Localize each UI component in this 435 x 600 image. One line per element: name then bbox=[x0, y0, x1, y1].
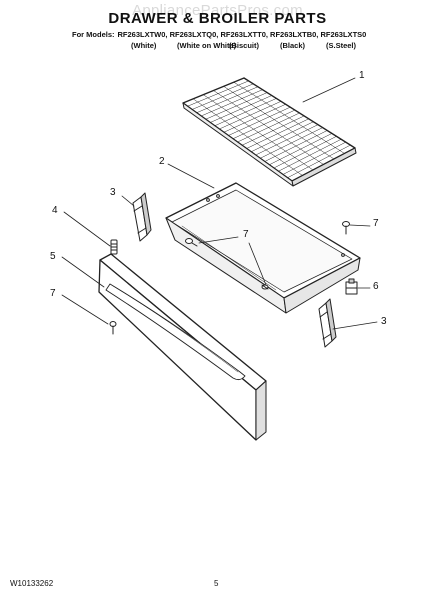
drawer-bracket-right bbox=[318, 298, 337, 348]
color-white-on-white: (White on White) bbox=[177, 41, 237, 50]
leader-lines bbox=[61, 77, 378, 330]
models-list: RF263LXTW0, RF263LXTQ0, RF263LXTT0, RF26… bbox=[117, 30, 367, 39]
color-s-steel: (S.Steel) bbox=[326, 41, 357, 50]
callout-7-panel: 7 bbox=[50, 288, 56, 299]
models-label: For Models: bbox=[72, 30, 115, 39]
screw-pan-front bbox=[185, 238, 198, 247]
screw-pan-right bbox=[342, 221, 350, 235]
callout-2: 2 bbox=[159, 156, 165, 167]
models-line: For Models:RF263LXTW0, RF263LXTQ0, RF263… bbox=[72, 30, 366, 39]
callout-3-left: 3 bbox=[110, 187, 116, 198]
color-black: (Black) bbox=[280, 41, 306, 50]
drawer-front-panel bbox=[98, 253, 267, 441]
broiler-pan bbox=[165, 182, 361, 314]
callout-7-pan: 7 bbox=[243, 229, 249, 240]
callout-1: 1 bbox=[359, 70, 365, 81]
color-white: (White) bbox=[131, 41, 157, 50]
screw-front-panel bbox=[109, 321, 117, 335]
callout-4: 4 bbox=[52, 205, 58, 216]
clip bbox=[345, 278, 358, 295]
broiler-rack bbox=[182, 77, 357, 187]
callout-7-right: 7 bbox=[373, 218, 379, 229]
drawer-bracket-left bbox=[132, 192, 152, 242]
callout-6: 6 bbox=[373, 281, 379, 292]
document-number: W10133262 bbox=[10, 579, 54, 588]
callout-5: 5 bbox=[50, 251, 56, 262]
screw-pan-middle bbox=[261, 284, 269, 290]
page-title: DRAWER & BROILER PARTS bbox=[108, 10, 327, 27]
callout-3-right: 3 bbox=[381, 316, 387, 327]
watermark: AppliancePartsPros.com bbox=[132, 2, 303, 19]
color-biscuit: (Biscuit) bbox=[229, 41, 259, 50]
page-number: 5 bbox=[214, 579, 219, 588]
stud bbox=[110, 239, 118, 255]
